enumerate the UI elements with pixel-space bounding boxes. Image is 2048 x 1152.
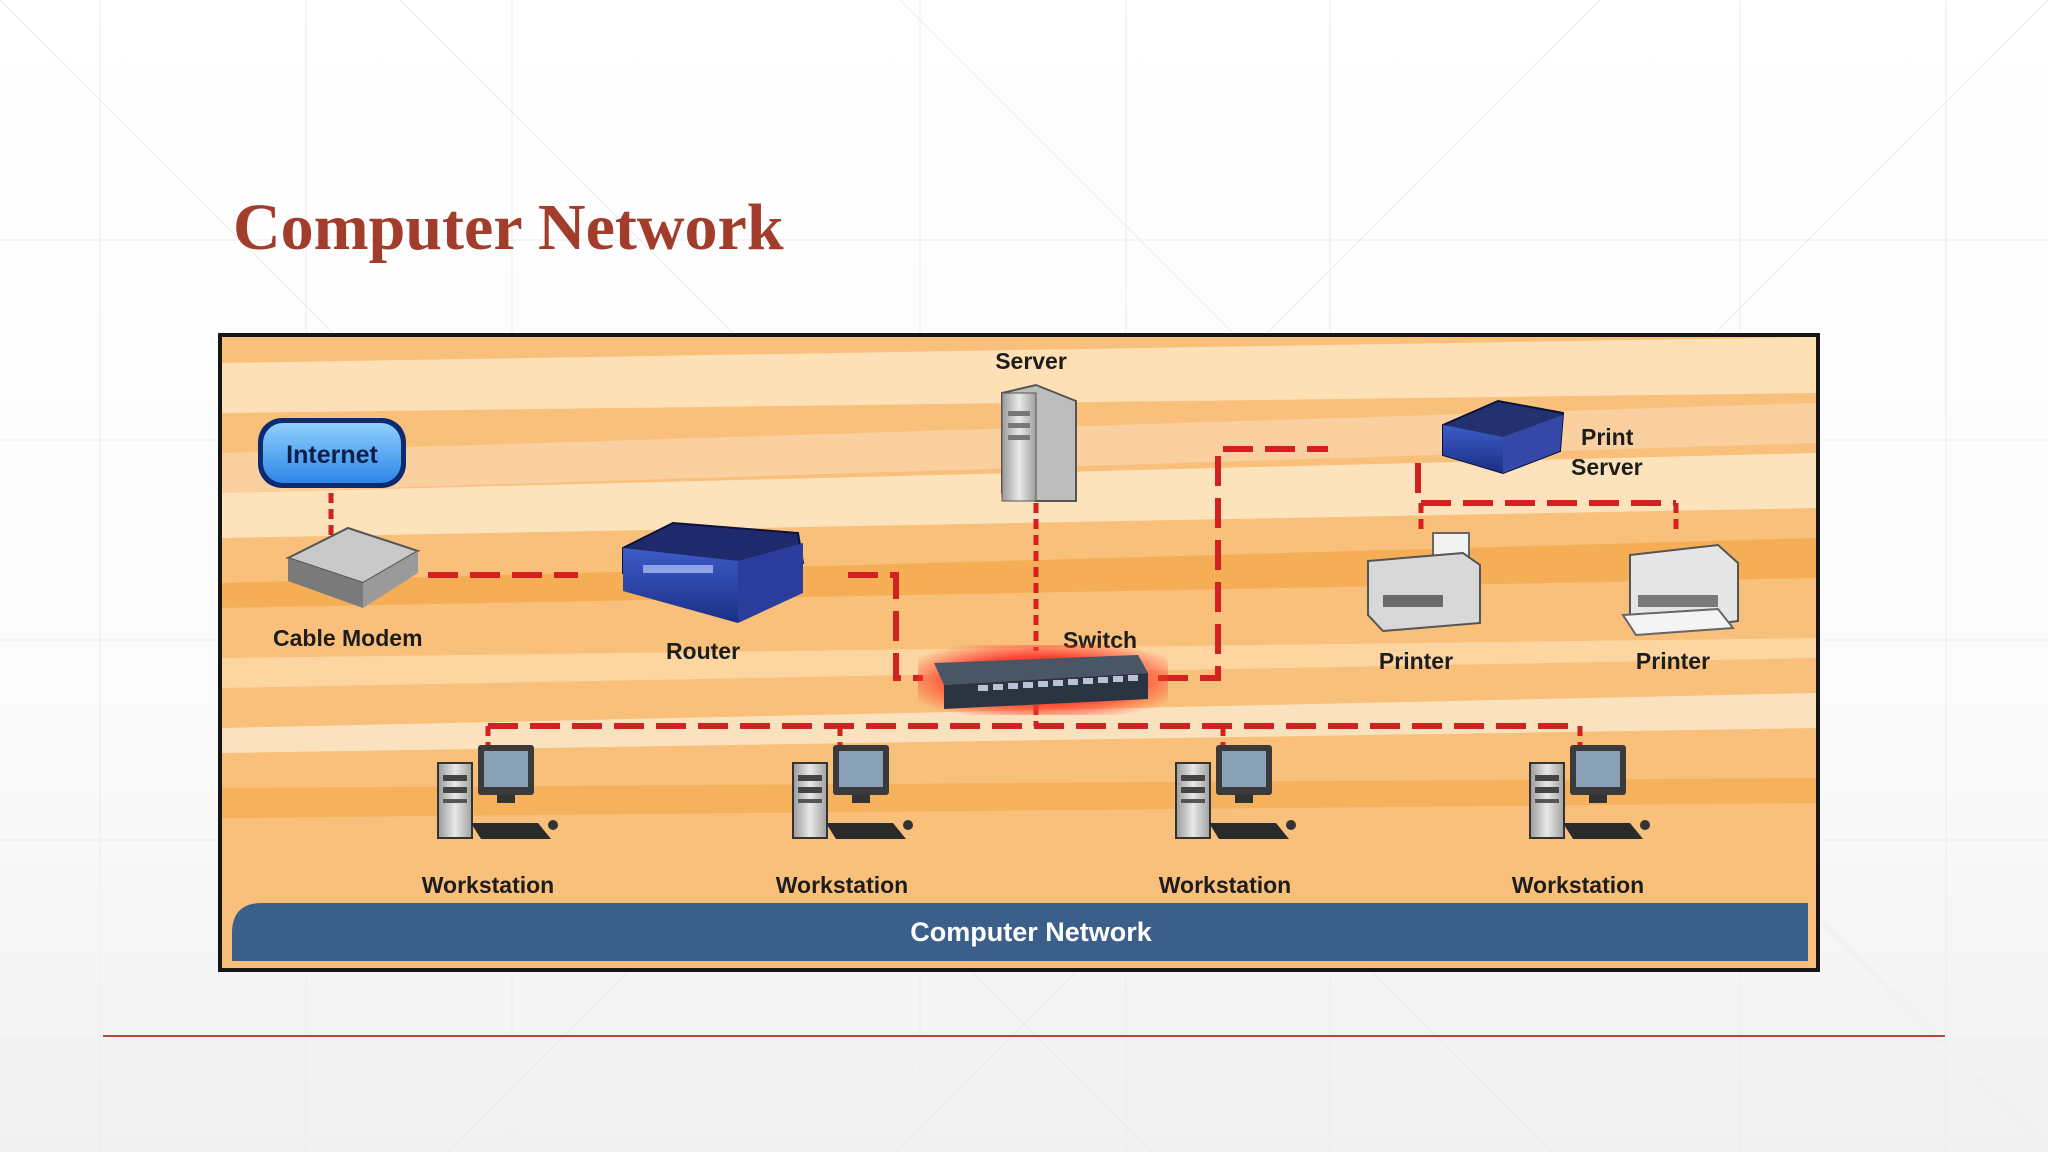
network-diagram: Computer Network Internet Cable Modem Ro… (218, 333, 1820, 972)
workstation-2-label: Workstation (776, 872, 908, 898)
internet-node: Internet (258, 418, 406, 488)
printer-1-label: Printer (1379, 648, 1453, 674)
internet-label: Internet (286, 441, 378, 469)
network-banner (232, 903, 1808, 961)
print-server-label-line1: Print (1581, 424, 1634, 450)
slide-title: Computer Network (233, 191, 784, 264)
print-server-label-line2: Server (1571, 454, 1643, 480)
cable-modem-icon (285, 526, 421, 608)
workstation-3-label: Workstation (1159, 872, 1291, 898)
print-server-icon (1442, 399, 1565, 475)
server-icon (1001, 383, 1077, 502)
workstation-4-label: Workstation (1512, 872, 1644, 898)
switch-icon (918, 645, 1168, 715)
footer-divider (103, 1035, 1945, 1037)
banner-label: Computer Network (910, 917, 1153, 947)
cable-modem-label: Cable Modem (273, 625, 423, 651)
workstation-1-label: Workstation (422, 872, 554, 898)
server-label: Server (995, 348, 1067, 374)
router-icon (622, 521, 805, 623)
printer-icon (1367, 532, 1481, 633)
printer-icon (1621, 543, 1739, 637)
printer-2-label: Printer (1636, 648, 1710, 674)
network-links (328, 446, 1679, 761)
router-label: Router (666, 638, 740, 664)
